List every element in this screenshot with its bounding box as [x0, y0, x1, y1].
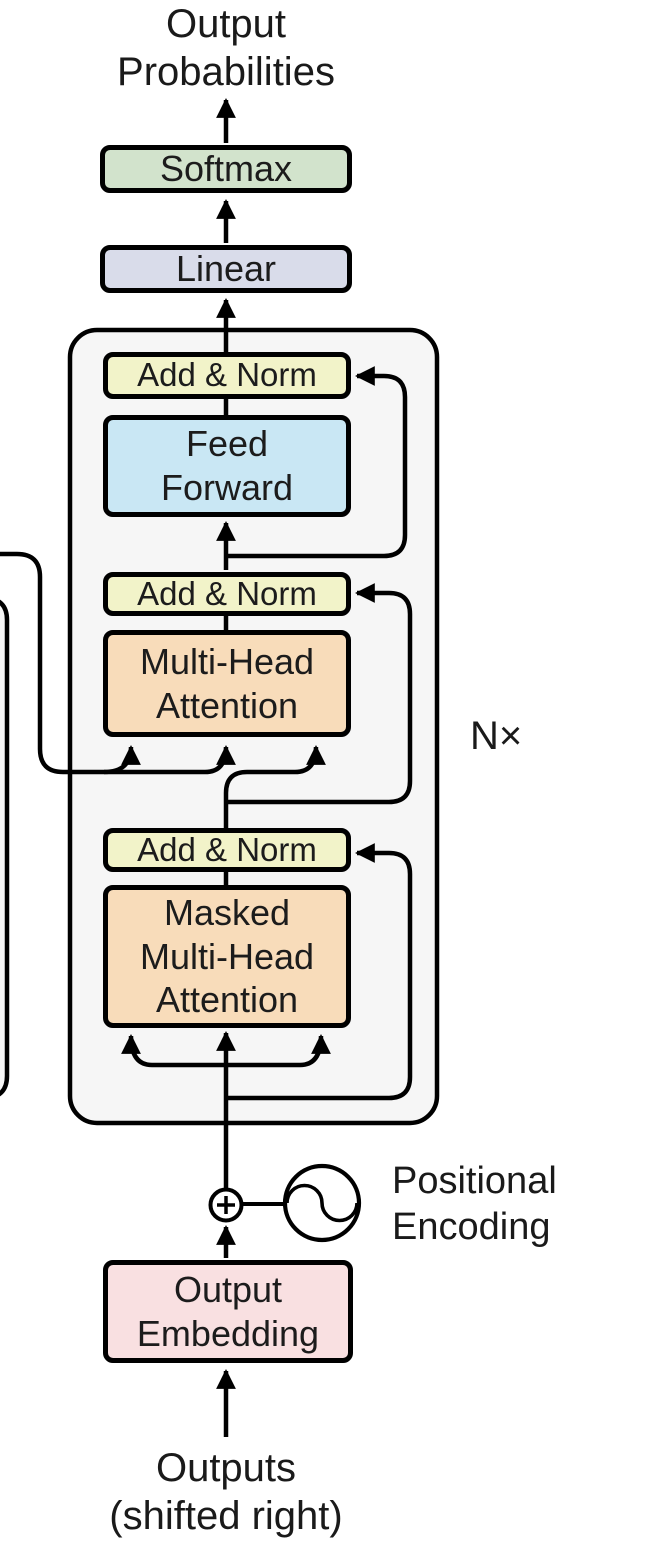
residual-feedforward: [226, 366, 408, 559]
positional-encoding-label: Positional Encoding: [392, 1160, 557, 1248]
residual-masked-attention: [226, 843, 413, 1101]
block-masked-multi-head-attention: Masked Multi-Head Attention: [103, 885, 351, 1028]
positional-encoding-symbols: [208, 1163, 362, 1243]
block-output-embedding: Output Embedding: [103, 1260, 353, 1363]
query-input-arrow: [223, 745, 326, 830]
output-probabilities-label: Output Probabilities: [117, 2, 335, 94]
block-softmax: Softmax: [100, 145, 352, 193]
block-linear: Linear: [100, 245, 352, 293]
residual-attention: [226, 583, 413, 805]
block-add-norm-middle: Add & Norm: [103, 572, 351, 616]
masked-attention-qkv-fan: [121, 1034, 331, 1068]
encoder-container-edge: [0, 599, 10, 1097]
add-icon: [208, 1187, 244, 1223]
block-feed-forward: Feed Forward: [103, 415, 351, 517]
block-multi-head-attention: Multi-Head Attention: [103, 630, 351, 737]
block-add-norm-bottom: Add & Norm: [103, 828, 351, 872]
outputs-shifted-right-label: Outputs (shifted right): [109, 1446, 343, 1538]
block-add-norm-top: Add & Norm: [103, 352, 351, 399]
encoder-output-line: [0, 551, 236, 775]
n-times-label: N×: [470, 714, 523, 758]
sine-wave-icon: [282, 1163, 362, 1243]
encoder-output-branch-arrow: [103, 745, 141, 775]
